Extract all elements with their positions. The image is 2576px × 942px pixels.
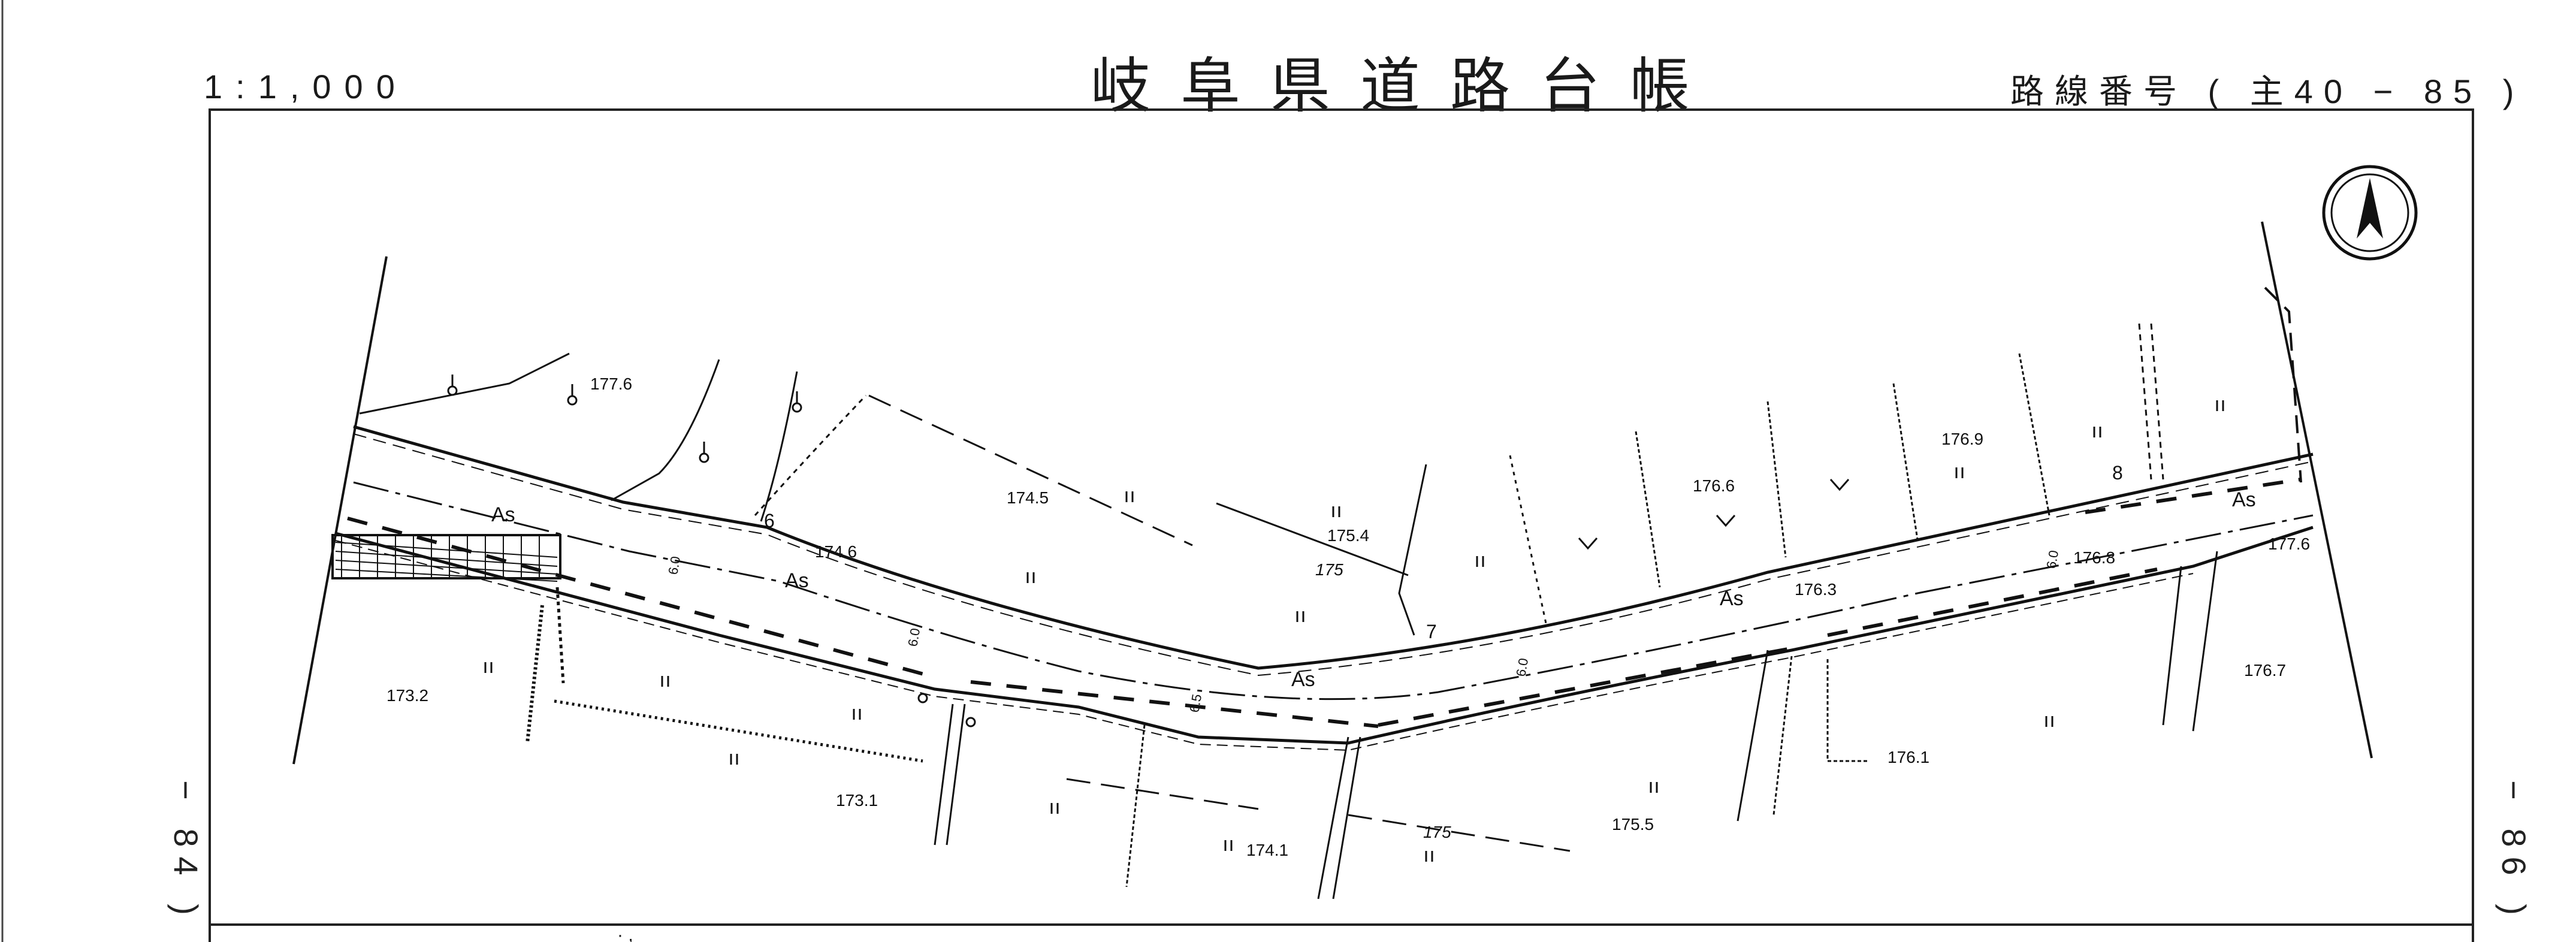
elevation-label: 173.2 — [386, 686, 428, 705]
boundary-lines — [292, 221, 2373, 765]
pavement-label: As — [491, 503, 515, 526]
pavement-label: As — [2232, 488, 2256, 511]
elevation-label: 176.9 — [1941, 430, 1983, 448]
map-frame — [209, 108, 2474, 926]
elevation-label: 174.6 — [815, 542, 857, 561]
elevation-label: 174.5 — [1007, 488, 1049, 507]
contour-label: 175 — [1315, 560, 1343, 579]
elevation-points: 177.6 174.5 175.4 174.6 176.6 176.9 176.… — [386, 375, 2310, 859]
lane-markers — [347, 478, 2302, 728]
station-number: 6 — [764, 510, 775, 532]
elevation-label: 175.5 — [1612, 815, 1654, 834]
elevation-label: 176.6 — [1693, 476, 1735, 495]
route-number: 路線番号 ( 主40 − 85 ) — [2010, 73, 2525, 110]
elevation-label: 175.4 — [1327, 526, 1369, 545]
elevation-label: 176.3 — [1795, 580, 1837, 599]
road-edges — [335, 425, 2314, 751]
width-mark: 6.5 — [1186, 693, 1204, 713]
station-number: 8 — [2112, 462, 2123, 484]
elevation-label: 174.1 — [1246, 841, 1288, 859]
elevation-label: 176.8 — [2073, 548, 2115, 567]
width-mark: 6.0 — [2043, 549, 2061, 569]
elevation-label: 176.7 — [2244, 661, 2286, 680]
svg-text:· ,: · , — [617, 925, 633, 942]
embankment-lines — [526, 353, 2050, 887]
elevation-label: 173.1 — [836, 791, 878, 810]
pavement-label: As — [1720, 587, 1744, 610]
map-symbols — [447, 375, 1850, 727]
pavement-label: As — [785, 569, 809, 592]
width-mark: 6.0 — [905, 627, 923, 647]
paddy-marks — [484, 400, 2224, 862]
elevation-label: 176.1 — [1888, 748, 1929, 766]
map-scale: 1:1,000 — [204, 68, 408, 105]
elevation-label: 177.6 — [2268, 535, 2310, 553]
contour-label: 175 — [1423, 823, 1451, 841]
retaining-wall — [331, 534, 561, 582]
elevation-label: 177.6 — [590, 375, 632, 393]
north-arrow-icon — [2322, 165, 2418, 261]
field-boundaries — [359, 323, 2218, 899]
width-mark: 6.0 — [665, 555, 683, 575]
station-number: 7 — [1426, 621, 1437, 642]
width-mark: 6.0 — [1513, 657, 1531, 677]
pavement-label: As — [1291, 668, 1315, 691]
